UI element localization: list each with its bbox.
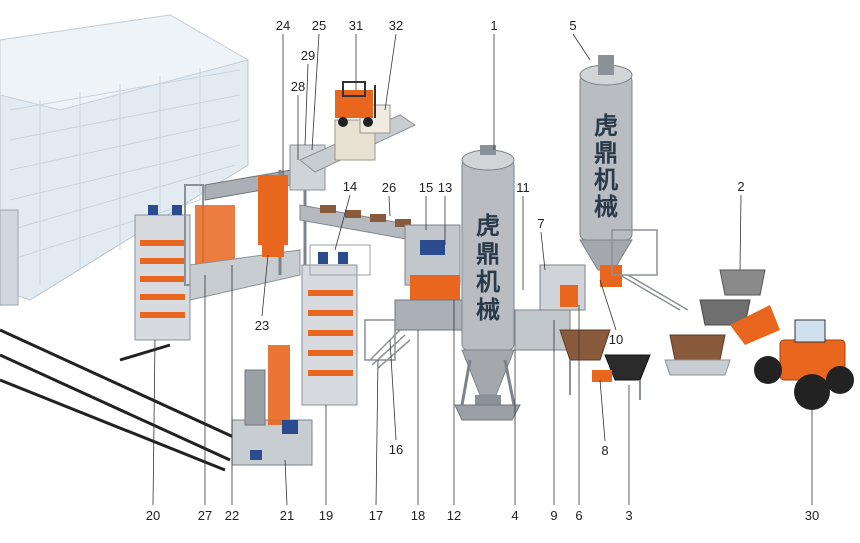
brand-char-4: 械 (476, 296, 500, 324)
aggregate-hopper-8-3 (559, 329, 651, 400)
callout-2: 2 (737, 179, 744, 194)
callout-29: 29 (301, 48, 315, 63)
callout-13: 13 (438, 180, 452, 195)
callout-9: 9 (550, 508, 557, 523)
callout-12: 12 (447, 508, 461, 523)
brand-char-1: 虎 (476, 212, 500, 240)
callout-20: 20 (146, 508, 160, 523)
callout-28: 28 (291, 79, 305, 94)
silo-1-lettering: 虎 鼎 机 械 (476, 212, 500, 324)
callout-3: 3 (625, 508, 632, 523)
callout-18: 18 (411, 508, 425, 523)
callout-21: 21 (280, 508, 294, 523)
brand-char-4: 械 (594, 193, 618, 221)
brand-char-1: 虎 (594, 112, 618, 140)
callout-26: 26 (382, 180, 396, 195)
ferry-cart-21 (231, 345, 313, 466)
cement-silo-1 (454, 145, 521, 421)
callout-32: 32 (389, 18, 403, 33)
block-cuber-gantry (204, 144, 326, 275)
stacker-machine-19 (301, 244, 371, 406)
brand-char-2: 鼎 (476, 240, 500, 268)
forklift-31 (335, 81, 376, 127)
mixer-station (514, 229, 689, 351)
callout-4: 4 (511, 508, 518, 523)
callout-8: 8 (601, 443, 608, 458)
callout-27: 27 (198, 508, 212, 523)
block-making-machine (394, 224, 466, 331)
callout-7: 7 (537, 216, 544, 231)
callout-6: 6 (575, 508, 582, 523)
callout-31: 31 (349, 18, 363, 33)
callout-11: 11 (516, 180, 530, 195)
callout-10: 10 (609, 332, 623, 347)
silo-5-lettering: 虎 鼎 机 械 (594, 112, 618, 221)
batching-bins-2 (664, 269, 766, 376)
callout-14: 14 (343, 179, 357, 194)
wheel-loader-30 (730, 305, 854, 410)
callout-23: 23 (255, 318, 269, 333)
callout-24: 24 (276, 18, 290, 33)
transfer-rails (0, 328, 241, 472)
leader-lines (152, 33, 813, 506)
brand-char-3: 机 (476, 268, 500, 296)
callout-16: 16 (389, 442, 403, 457)
callouts-mid: 29 28 11 2 26 15 13 7 14 23 10 16 8 (255, 48, 745, 458)
callouts-bottom: 20 27 22 21 19 17 18 12 4 9 6 3 30 (146, 508, 819, 523)
brand-char-3: 机 (594, 166, 618, 194)
callout-1: 1 (490, 18, 497, 33)
transfer-frame-27-22 (184, 184, 301, 301)
platform-stairs (364, 319, 411, 369)
callout-19: 19 (319, 508, 333, 523)
callout-5: 5 (569, 18, 576, 33)
stacker-machine-20 (134, 205, 191, 341)
brand-char-2: 鼎 (594, 139, 618, 167)
callout-30: 30 (805, 508, 819, 523)
callout-22: 22 (225, 508, 239, 523)
callouts-top: 24 25 31 32 1 5 (276, 18, 577, 33)
cement-silo-5 (579, 55, 633, 271)
warehouse-building (0, 14, 250, 306)
callout-17: 17 (369, 508, 383, 523)
callout-25: 25 (312, 18, 326, 33)
callout-15: 15 (419, 180, 433, 195)
